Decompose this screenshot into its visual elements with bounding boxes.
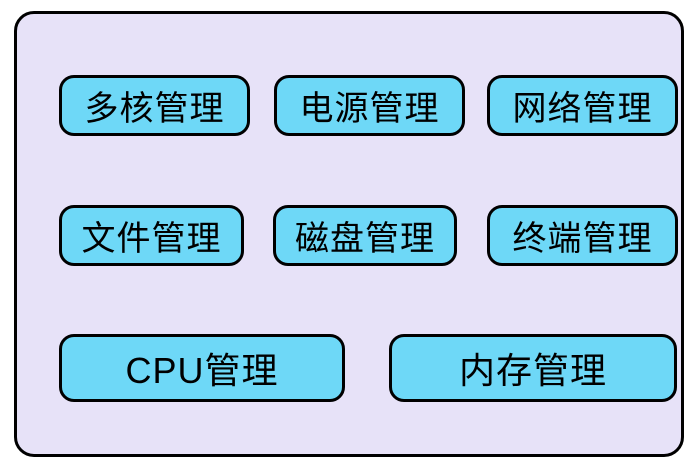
box-terminal-management: 终端管理 [487,205,678,266]
box-memory-management: 内存管理 [389,334,677,402]
os-modules-container: 多核管理 电源管理 网络管理 文件管理 磁盘管理 终端管理 CPU管理 内存管理 [14,11,684,457]
box-disk-management: 磁盘管理 [273,205,457,266]
box-power-management: 电源管理 [274,75,465,136]
box-cpu-management: CPU管理 [59,334,345,402]
box-network-management: 网络管理 [487,75,678,136]
box-multicore-management: 多核管理 [59,75,250,136]
box-file-management: 文件管理 [59,205,244,266]
